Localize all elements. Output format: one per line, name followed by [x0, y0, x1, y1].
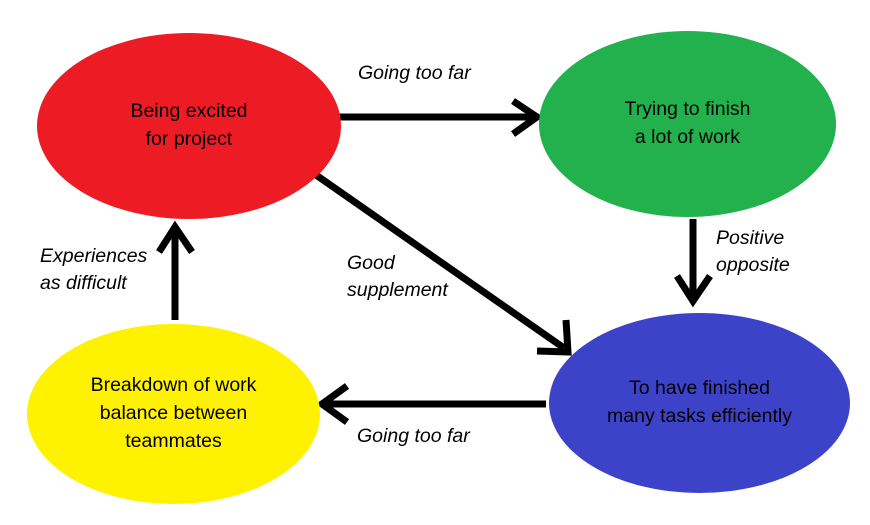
node-being-excited[interactable]: Being excited for project: [37, 33, 341, 219]
edge-label-finished-to-breakdown: Going too far: [357, 425, 470, 447]
arrow-breakdown-to-excited: [156, 220, 195, 320]
node-to-have-finished-label: To have finished many tasks efficiently: [607, 377, 792, 427]
node-to-have-finished[interactable]: To have finished many tasks efficiently: [549, 313, 850, 493]
edge-label-breakdown-to-excited: Experiences as difficult: [40, 245, 148, 294]
arrow-finished-to-breakdown: [316, 383, 546, 425]
node-trying-to-finish[interactable]: Trying to finish a lot of work: [539, 31, 836, 217]
node-trying-to-finish-label: Trying to finish a lot of work: [624, 98, 751, 148]
node-being-excited-label: Being excited for project: [130, 100, 248, 150]
arrow-trying-to-finished: [674, 219, 713, 308]
arrow-excited-to-trying: [337, 98, 544, 137]
edge-label-excited-to-finished: Good supplement: [347, 252, 448, 301]
node-breakdown-of-work[interactable]: Breakdown of work balance between teamma…: [27, 324, 320, 504]
edge-label-excited-to-trying: Going too far: [358, 62, 471, 84]
edge-label-trying-to-finished: Positive opposite: [716, 227, 790, 276]
node-breakdown-of-work-label: Breakdown of work balance between teamma…: [90, 374, 257, 452]
